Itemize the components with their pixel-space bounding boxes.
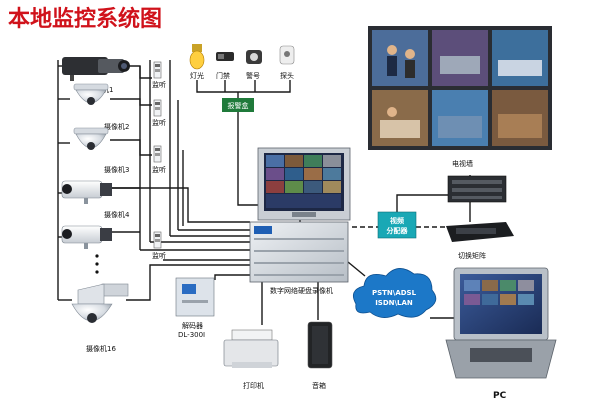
monitor-video-grid <box>266 155 341 208</box>
tv-wall <box>368 26 552 150</box>
network-cloud <box>352 268 437 318</box>
camera-1 <box>62 57 130 81</box>
alarm-box-label: 报警盒 <box>228 101 249 110</box>
door-access-icon <box>216 52 234 61</box>
camera-4-label: 摄像机4 <box>104 210 130 219</box>
listen-device-2 <box>153 99 162 117</box>
listen-device-1 <box>153 61 162 79</box>
dvr-unit <box>249 221 349 283</box>
pc-laptop <box>445 267 557 379</box>
switch-matrix-label: 切换矩阵 <box>458 251 486 260</box>
decoder-model: DL-300I <box>178 331 205 339</box>
probe-label: 探头 <box>280 71 294 80</box>
listen-label-1: 监听 <box>152 80 166 89</box>
page-title: 本地监控系统图 <box>8 6 162 32</box>
tv-wall-label: 电视墙 <box>452 159 473 168</box>
listen-label-2: 监听 <box>152 118 166 127</box>
printer-icon <box>223 329 279 368</box>
alarm-box: 报警盒 <box>222 98 254 112</box>
switch-matrix <box>446 175 514 242</box>
speaker-label: 音箱 <box>312 381 326 390</box>
siren-icon <box>246 50 262 64</box>
decoder-box <box>175 277 215 317</box>
network-label-2: ISDN\LAN <box>375 299 413 307</box>
camera-3-label: 摄像机3 <box>104 165 129 174</box>
camera-16-label: 摄像机16 <box>86 344 116 353</box>
camera-5 <box>61 225 112 249</box>
listen-label-4: 监听 <box>152 251 166 260</box>
distributor-line-2: 分配器 <box>387 226 409 235</box>
listen-label-3: 监听 <box>152 165 166 174</box>
speaker-icon <box>307 321 333 369</box>
camera-3 <box>73 127 109 150</box>
probe-icon <box>279 45 295 65</box>
network-label-1: PSTN\ADSL <box>372 289 417 297</box>
printer-label: 打印机 <box>243 381 264 390</box>
light-icon <box>189 44 205 70</box>
video-distributor-box: 视频 分配器 <box>377 211 417 239</box>
more-cameras-ellipsis <box>95 254 99 274</box>
dvr-label: 数字网络硬盘录像机 <box>270 286 333 295</box>
listen-device-4 <box>153 231 162 249</box>
door-label: 门禁 <box>216 71 230 80</box>
camera-2 <box>73 83 109 105</box>
center-monitor <box>257 147 351 221</box>
light-label: 灯光 <box>190 71 204 80</box>
camera-16-ptz <box>71 283 129 323</box>
pc-label: PC <box>493 391 507 401</box>
listen-device-3 <box>153 145 162 163</box>
distributor-line-1: 视频 <box>390 216 404 225</box>
wiring <box>57 60 471 338</box>
camera-4 <box>61 180 112 204</box>
siren-label: 警号 <box>246 71 260 80</box>
decoder-label: 解码器 <box>182 321 203 330</box>
camera-2-label: 摄像机2 <box>104 122 129 131</box>
